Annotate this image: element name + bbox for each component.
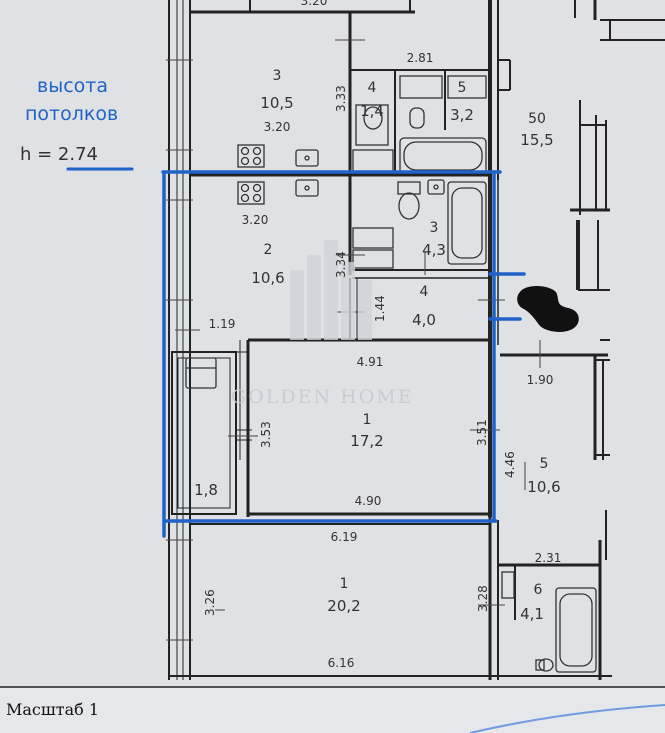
watermark-text: GOLDEN HOME bbox=[231, 386, 414, 408]
top-cut-dim: 3.20 bbox=[301, 0, 328, 8]
redaction-blob bbox=[517, 286, 579, 332]
apartment-walls bbox=[171, 173, 499, 517]
note-line-1: высота bbox=[37, 75, 108, 97]
room5-top-dim: 2.81 bbox=[407, 51, 434, 65]
apartment-highlight bbox=[161, 170, 526, 538]
kitchen-dim: 3.20 bbox=[242, 213, 269, 227]
bottom-area: 20,2 bbox=[327, 597, 360, 615]
bath-number: 3 bbox=[430, 220, 439, 236]
living-height-left: 3.53 bbox=[259, 421, 273, 448]
note-line-2: потолков bbox=[25, 103, 118, 125]
room5-right-area: 10,6 bbox=[527, 478, 560, 496]
kitchen-number: 2 bbox=[264, 242, 273, 258]
dim-119: 1.19 bbox=[209, 317, 236, 331]
room5-top-area: 3,2 bbox=[450, 106, 474, 124]
watermark: GOLDEN HOME bbox=[231, 240, 414, 408]
room6-width: 2.31 bbox=[535, 551, 562, 565]
room50-area: 15,5 bbox=[520, 131, 553, 149]
room3-top-area: 10,5 bbox=[260, 94, 293, 112]
room-labels: 3.20 3 10,5 3.20 3.33 4 1,4 2.81 5 3,2 5… bbox=[194, 0, 561, 670]
living-area: 17,2 bbox=[350, 432, 383, 450]
room4-top-area: 1,4 bbox=[360, 102, 384, 120]
scale-strip: Масштаб 1 bbox=[0, 686, 665, 733]
right-neighbour-walls bbox=[500, 0, 665, 460]
living-width-top: 4.91 bbox=[357, 355, 384, 369]
living-height-right: 3.51 bbox=[475, 419, 489, 446]
bottom-height-right: 3.28 bbox=[476, 585, 490, 612]
room5-right-width: 1.90 bbox=[527, 373, 554, 387]
ceiling-height: h = 2.74 bbox=[20, 144, 98, 165]
stamp-arc bbox=[469, 704, 665, 733]
room5-top-number: 5 bbox=[458, 80, 467, 96]
room4-top-number: 4 bbox=[368, 80, 377, 96]
kitchen-area: 10,6 bbox=[251, 269, 284, 287]
upper-apartment-walls bbox=[190, 0, 511, 180]
ceiling-note: высота потолков h = 2.74 bbox=[20, 75, 134, 171]
bottom-width: 6.16 bbox=[328, 656, 355, 670]
room6-number: 6 bbox=[534, 582, 543, 598]
room6-area: 4,1 bbox=[520, 605, 544, 623]
hall-height: 1.44 bbox=[373, 295, 387, 322]
bottom-height-left: 3.26 bbox=[203, 589, 217, 616]
upper-fixtures bbox=[237, 75, 487, 175]
kitchen-height: 3.34 bbox=[334, 251, 348, 278]
hall-area: 4,0 bbox=[412, 311, 436, 329]
bottom-number: 1 bbox=[340, 576, 349, 592]
outer-width: 6.19 bbox=[331, 530, 358, 544]
bath-area: 4,3 bbox=[422, 241, 446, 259]
window-marks bbox=[166, 59, 193, 641]
living-width-bottom: 4.90 bbox=[355, 494, 382, 508]
room50-number: 50 bbox=[528, 111, 546, 127]
lower-apartment-walls bbox=[170, 510, 612, 680]
balcony-area: 1,8 bbox=[194, 481, 218, 499]
apartment-fixtures bbox=[185, 179, 487, 389]
room5-right-height: 4.46 bbox=[503, 451, 517, 478]
living-number: 1 bbox=[363, 412, 372, 428]
scale-label: Масштаб 1 bbox=[6, 700, 99, 719]
room3-top-dim: 3.20 bbox=[264, 120, 291, 134]
room3-top-number: 3 bbox=[273, 68, 282, 84]
room3-top-height: 3.33 bbox=[334, 85, 348, 112]
room5-right-number: 5 bbox=[540, 456, 549, 472]
exterior-wall-left bbox=[168, 0, 191, 680]
lower-fixtures bbox=[501, 571, 597, 673]
hall-number: 4 bbox=[420, 284, 429, 300]
